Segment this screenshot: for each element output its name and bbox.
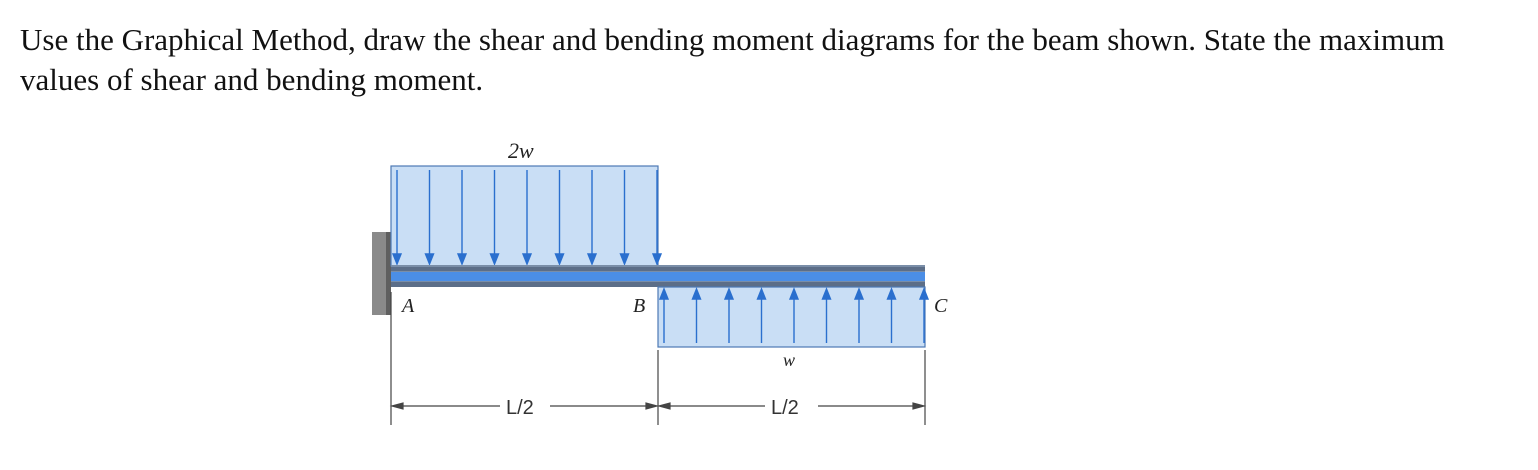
downward-load-arrowhead [619, 253, 630, 266]
upward-load-arrowhead [723, 287, 735, 300]
point-a-label: A [400, 295, 415, 317]
lower-distributed-load [657, 286, 930, 348]
upward-load-arrowhead [756, 287, 767, 300]
upward-load-arrowhead [691, 287, 702, 300]
downward-load-arrowhead [586, 253, 598, 266]
upward-load-arrowhead [788, 287, 800, 300]
lower-load-label: w [783, 350, 795, 370]
upward-load-arrowhead [886, 287, 897, 300]
beam [391, 265, 925, 287]
upward-load-arrowhead [658, 287, 670, 300]
downward-load-arrowhead [554, 253, 565, 266]
upward-load-arrowhead [821, 287, 832, 300]
upward-load-arrowhead [853, 287, 865, 300]
downward-load-arrowhead [651, 253, 663, 266]
point-b-label: B [633, 295, 645, 317]
downward-load-arrowhead [424, 253, 435, 266]
upper-load-label: 2w [508, 138, 534, 163]
problem-statement: Use the Graphical Method, draw the shear… [20, 22, 1445, 97]
downward-load-arrowhead [391, 253, 403, 266]
fixed-support [372, 232, 391, 315]
upward-load-arrowhead [918, 287, 930, 300]
downward-load-arrowhead [521, 253, 533, 266]
point-c-label: C [934, 295, 948, 317]
left-span-dimension: L/2 [506, 397, 534, 419]
right-span-dimension: L/2 [771, 397, 799, 419]
dimension-lines [389, 292, 927, 425]
downward-load-arrowhead [489, 253, 500, 266]
upper-distributed-load [390, 165, 663, 267]
downward-load-arrowhead [456, 253, 468, 266]
